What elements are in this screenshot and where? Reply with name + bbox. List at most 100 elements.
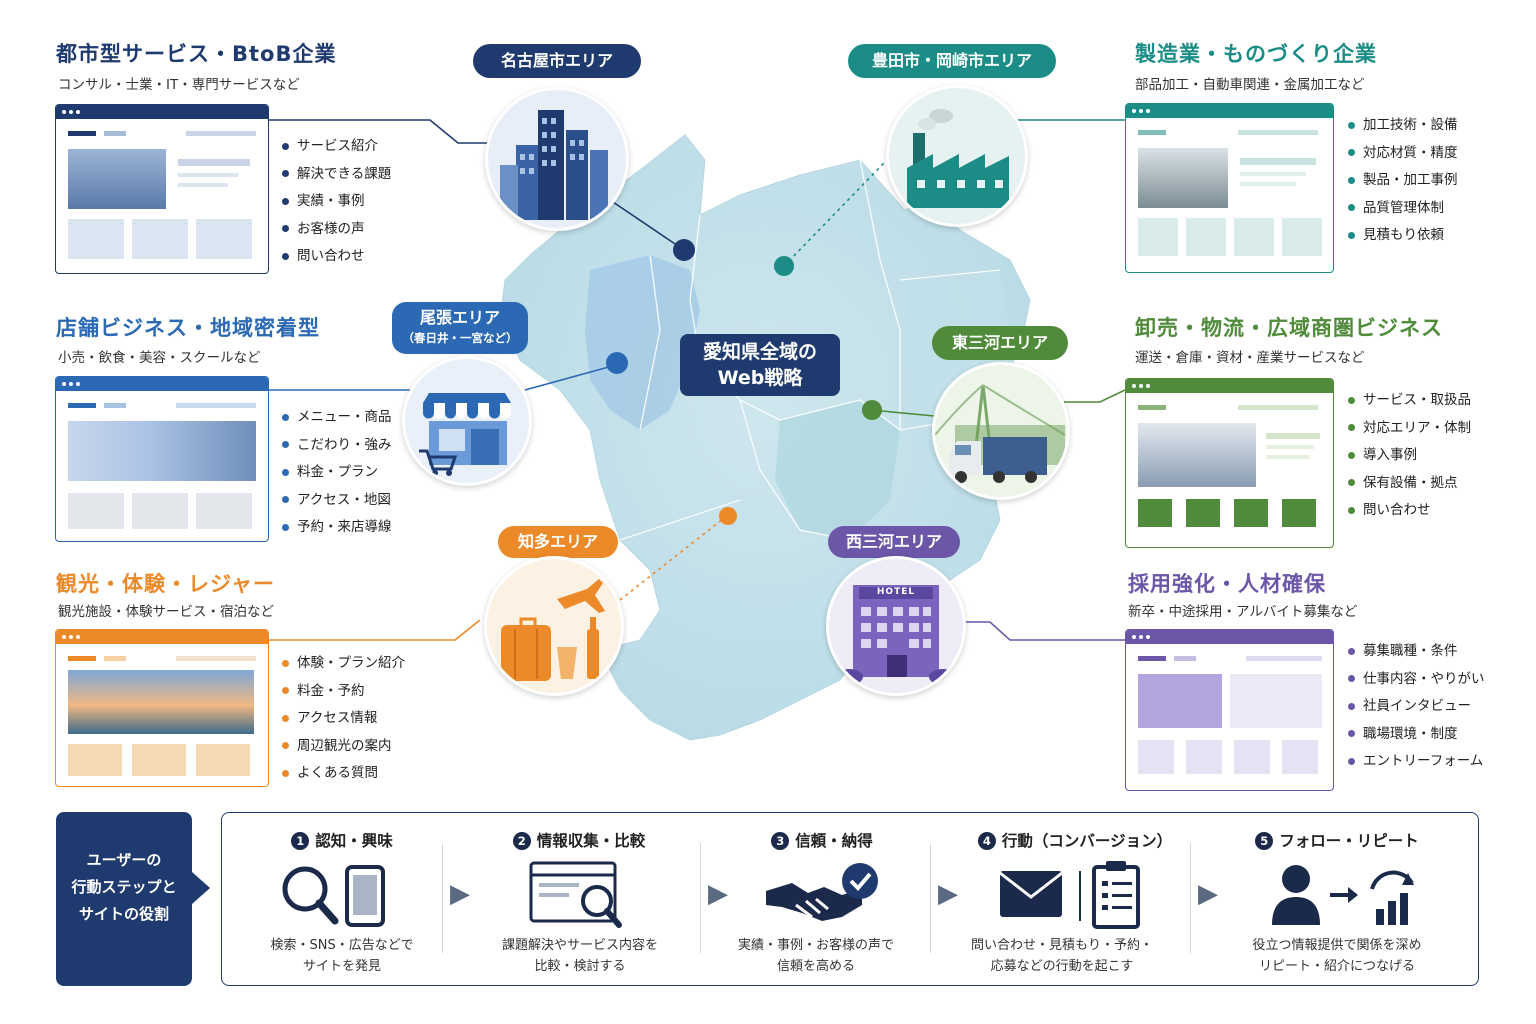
list-item: サービス・取扱品 (1348, 387, 1471, 415)
user-growth-icon (1272, 865, 1414, 925)
list-item: 製品・加工事例 (1348, 167, 1458, 195)
tourism-subtitle: 観光施設・体験サービス・宿泊など (58, 604, 274, 620)
recruit-subtitle: 新卒・中途採用・アルバイト募集など (1128, 604, 1358, 620)
plan-icon (68, 744, 122, 776)
browser-search-icon (529, 861, 622, 928)
manufacturing-title: 製造業・ものづくり企業 (1135, 42, 1377, 66)
center-label-line2: Web戦略 (717, 367, 803, 389)
higashi-mikawa-circle (932, 362, 1070, 500)
handshake-check-icon (766, 863, 878, 921)
tourism-title: 観光・体験・レジャー (56, 572, 275, 596)
btob-subtitle: コンサル・士業・IT・専門サービスなど (58, 77, 300, 93)
list-item: 体験・プラン紹介 (282, 650, 405, 678)
btob-browser-mock (55, 104, 269, 274)
product-icon (1234, 218, 1274, 256)
form-icon (1282, 740, 1318, 774)
steps-label-arrow (192, 872, 210, 904)
wholesale-subtitle: 運送・倉庫・資材・産業サービスなど (1135, 350, 1365, 366)
ticket-icon (132, 744, 186, 776)
recruit-list: 募集職種・条件 仕事内容・やりがい 社員インタビュー 職場環境・制度 エントリー… (1348, 638, 1485, 776)
steps-label: ユーザーの 行動ステップと サイトの役割 (56, 812, 192, 986)
area-pill-owari: 尾張エリア （春日井・一宮など） (392, 302, 528, 354)
store-title: 店舗ビジネス・地域密着型 (56, 316, 320, 340)
list-item: 募集職種・条件 (1348, 638, 1485, 666)
area-pill-higashi-mikawa: 東三河エリア (932, 326, 1068, 360)
city-buildings-icon (500, 110, 608, 220)
vehicle-icon (1234, 499, 1268, 527)
store-list: メニュー・商品 こだわり・強み 料金・プラン アクセス・地図 予約・来店導線 (282, 404, 392, 542)
step-1-desc: 検索・SNS・広告などで サイトを発見 (232, 935, 452, 977)
steps-label-line3: サイトの役割 (78, 905, 169, 923)
chevron-right-icon: ▶ (1198, 879, 1218, 909)
step-4-desc-line2: 応募などの行動を起こす (990, 959, 1134, 974)
step-5-desc-line2: リピート・紹介につなげる (1258, 959, 1415, 974)
travel-icon (501, 579, 605, 681)
list-item: メニュー・商品 (282, 404, 392, 432)
clock-icon (132, 493, 188, 529)
contact-icon (196, 219, 252, 259)
list-item: 問い合わせ (1348, 497, 1471, 525)
service-icon (68, 219, 124, 259)
step-2-desc-line2: 比較・検討する (534, 959, 626, 974)
list-item: エントリーフォーム (1348, 748, 1485, 776)
nishi-mikawa-circle: HOTEL (826, 556, 966, 696)
list-item: アクセス情報 (282, 705, 405, 733)
list-item: 職場環境・制度 (1348, 721, 1485, 749)
tourism-list: 体験・プラン紹介 料金・予約 アクセス情報 周辺観光の案内 よくある質問 (282, 650, 405, 788)
store-browser-mock (55, 376, 269, 542)
step-3-title-text: 信頼・納得 (795, 832, 873, 850)
manufacturing-subtitle: 部品加工・自動車関連・金属加工など (1135, 77, 1365, 93)
employee-icon (1234, 740, 1270, 774)
mail-clipboard-icon (999, 861, 1140, 929)
list-item: サービス紹介 (282, 133, 391, 161)
list-item: 見積もり依頼 (1348, 222, 1458, 250)
list-item: 対応エリア・体制 (1348, 415, 1471, 443)
list-item: お客様の声 (282, 216, 391, 244)
divider (442, 843, 443, 953)
list-item: 予約・来店導線 (282, 514, 392, 542)
step-3-desc-line2: 信頼を高める (776, 959, 855, 974)
list-item: 料金・プラン (282, 459, 392, 487)
area-pill-nagoya: 名古屋市エリア (473, 44, 641, 78)
quality-icon (1282, 218, 1322, 256)
owari-circle (402, 356, 532, 486)
step-2-title-text: 情報収集・比較 (536, 832, 646, 850)
list-item: 料金・予約 (282, 678, 405, 706)
list-item: アクセス・地図 (282, 487, 392, 515)
wholesale-list: サービス・取扱品 対応エリア・体制 導入事例 保有設備・拠点 問い合わせ (1348, 387, 1471, 525)
step-4-title-text: 行動（コンバージョン） (1001, 832, 1173, 850)
store-subtitle: 小売・飲食・美容・スクールなど (58, 350, 261, 366)
chevron-right-icon: ▶ (450, 879, 470, 909)
step-1-title-text: 認知・興味 (315, 832, 393, 850)
step-4-desc-line1: 問い合わせ・見積もり・予約・ (970, 938, 1153, 953)
step-5-desc: 役立つ情報提供で関係を深め リピート・紹介につなげる (1222, 935, 1452, 977)
step-5-desc-line1: 役立つ情報提供で関係を深め (1252, 938, 1422, 953)
document-icon (132, 219, 188, 259)
list-item: 実績・事例 (282, 188, 391, 216)
hotel-icon (835, 585, 957, 685)
list-item: 周辺観光の案内 (282, 733, 405, 761)
chevron-right-icon: ▶ (708, 879, 728, 909)
chita-circle (484, 556, 624, 696)
manufacturing-list: 加工技術・設備 対応材質・精度 製品・加工事例 品質管理体制 見積もり依頼 (1348, 112, 1458, 250)
material-icon (1186, 218, 1226, 256)
step-4-desc: 問い合わせ・見積もり・予約・ 応募などの行動を起こす (952, 935, 1172, 977)
people-illustration (1230, 674, 1322, 728)
wholesale-browser-mock (1125, 378, 1334, 548)
btob-list: サービス紹介 解決できる課題 実績・事例 お客様の声 問い合わせ (282, 133, 391, 271)
list-item: 品質管理体制 (1348, 195, 1458, 223)
step-2-title: 2 情報収集・比較 (494, 829, 664, 851)
list-item: よくある質問 (282, 760, 405, 788)
owari-sublabel: （春日井・一宮など） (402, 331, 518, 345)
step-2-number: 2 (512, 832, 531, 850)
chevron-right-icon: ▶ (938, 879, 958, 909)
step-1-desc-line2: サイトを発見 (302, 959, 381, 974)
list-item: 加工技術・設備 (1348, 112, 1458, 140)
badge-icon (1186, 740, 1222, 774)
step-3-desc-line1: 実績・事例・お客様の声で (737, 938, 894, 953)
toyota-circle (886, 85, 1028, 227)
divider (700, 843, 701, 953)
owari-label: 尾張エリア (419, 308, 500, 327)
